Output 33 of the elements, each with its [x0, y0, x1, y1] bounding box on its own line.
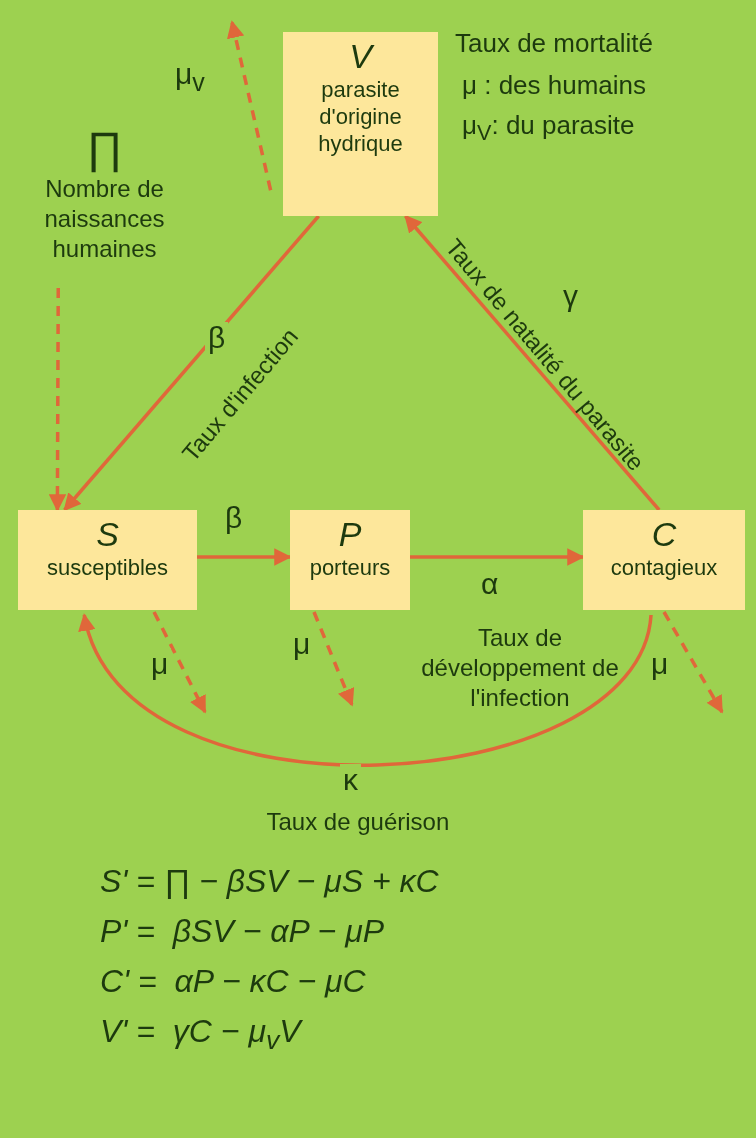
legend-text: Taux de mortalité — [455, 28, 653, 58]
variable-symbol: P — [338, 514, 362, 554]
legend-text: μ$_{V}$: du parasite — [462, 110, 635, 148]
rate-label: Taux de développement de l'infection — [420, 623, 620, 713]
rate-label: Taux de guérison — [266, 807, 450, 837]
arrow — [410, 548, 585, 566]
dashed-arrow — [662, 611, 724, 714]
dashed-arrow — [312, 611, 355, 707]
equation: P' = βSV − αP − μP — [100, 912, 384, 950]
equation: C' = αP − κC − μC — [100, 962, 366, 1000]
node-label: susceptibles — [46, 554, 169, 581]
arrow — [197, 548, 292, 566]
compartment-box — [283, 32, 438, 216]
arrow — [63, 214, 320, 512]
arrow — [404, 214, 661, 512]
legend-text: μ : des humains — [462, 70, 647, 100]
dashed-arrow — [152, 611, 207, 714]
edge-label: β — [205, 322, 229, 354]
equation: V' = γC − μ$_{v}$V — [100, 1012, 301, 1058]
equation: S' = ∏ − βSV − μS + κC — [100, 862, 439, 900]
node-label: parasite d'origine hydrique — [317, 76, 404, 157]
curved-arrow — [81, 613, 653, 767]
node-label: porteurs — [309, 554, 391, 581]
variable-symbol: C — [651, 514, 677, 554]
compartment-box — [18, 510, 197, 610]
node-label: Nombre de naissances humaines — [43, 174, 166, 264]
product-symbol: ∏ — [86, 122, 123, 174]
dashed-arrow — [227, 20, 273, 191]
compartment-box — [583, 510, 745, 610]
compartment-box — [290, 510, 410, 610]
dashed-arrow — [48, 288, 67, 512]
node-label: contagieux — [610, 554, 718, 581]
variable-symbol: S — [96, 514, 119, 554]
